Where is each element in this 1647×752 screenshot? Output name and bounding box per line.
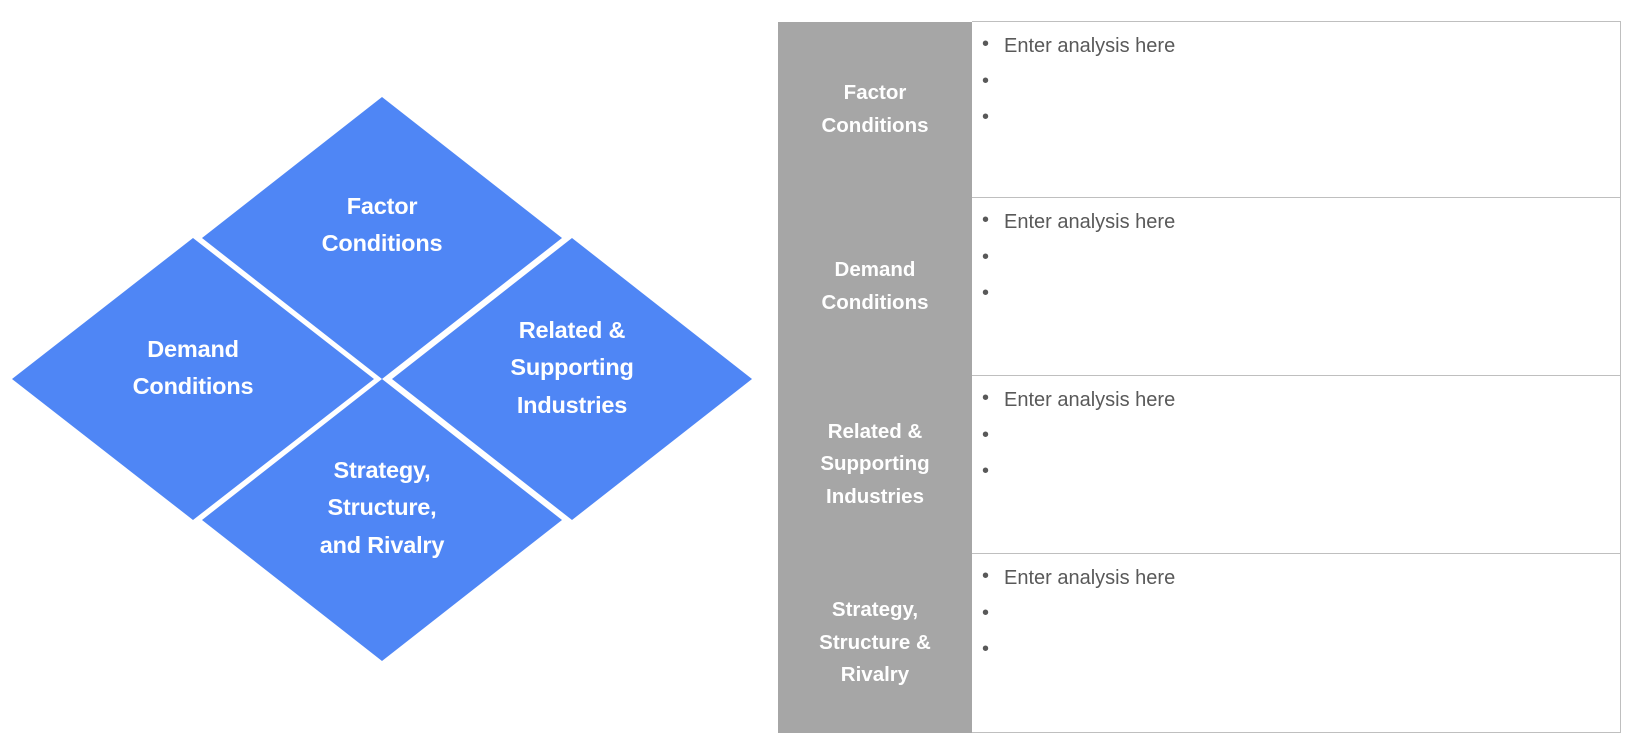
table-row: Factor Conditions Enter analysis here [778,21,1621,198]
diamond-label-line1: Related & [518,317,626,344]
diamond-factor-conditions-label: Factor Conditions [270,188,493,262]
bullet-item[interactable] [972,422,1620,449]
bullet-item[interactable]: Enter analysis here [972,207,1620,236]
bullet-list[interactable]: Enter analysis here [972,376,1620,485]
diamond-label-line2: Structure, [327,494,437,521]
bullet-list[interactable]: Enter analysis here [972,198,1620,307]
bullet-item[interactable] [972,458,1620,485]
bullet-list[interactable]: Enter analysis here [972,554,1620,663]
row-header-factor-conditions: Factor Conditions [778,21,972,198]
diamond-demand-conditions-label: Demand Conditions [81,331,305,405]
row-header-text: Factor Conditions [778,77,972,142]
bullet-item[interactable] [972,244,1620,271]
row-header-line1: Related & [827,419,923,443]
diamond-label-line2: Conditions [321,230,443,256]
row-header-text: Related & Supporting Industries [778,416,972,513]
row-header-text: Demand Conditions [778,254,972,319]
diamond-label-line2: Supporting [510,354,634,381]
notes-cell-demand-conditions[interactable]: Enter analysis here [972,197,1621,376]
row-header-line3: Industries [826,484,924,508]
row-header-text: Strategy, Structure & Rivalry [778,594,972,691]
bullet-item[interactable]: Enter analysis here [972,563,1620,592]
bullet-item[interactable] [972,636,1620,663]
bullet-item[interactable] [972,600,1620,627]
row-header-line2: Conditions [821,290,929,314]
notes-cell-factor-conditions[interactable]: Enter analysis here [972,21,1621,198]
diamond-label-line1: Demand [147,335,239,362]
diamond-label-line2: Conditions [132,373,254,399]
diamond-related-supporting-industries-label: Related & Supporting Industries [460,312,683,423]
row-header-line2: Structure & [819,630,931,654]
diamond-label-line1: Factor [346,192,418,219]
bullet-item[interactable]: Enter analysis here [972,385,1620,414]
table-row: Strategy, Structure & Rivalry Enter anal… [778,553,1621,733]
row-header-line1: Demand [834,258,916,282]
diamond-strategy-structure-rivalry-label: Strategy, Structure, and Rivalry [270,452,493,563]
table-row: Related & Supporting Industries Enter an… [778,375,1621,554]
row-header-line2: Supporting [820,452,930,476]
row-header-line1: Factor [843,81,907,105]
porters-diamond-diagram: Factor Conditions Demand Conditions Rela… [0,0,760,752]
notes-cell-related-supporting-industries[interactable]: Enter analysis here [972,375,1621,554]
row-header-demand-conditions: Demand Conditions [778,197,972,376]
row-header-line3: Rivalry [840,663,910,687]
notes-cell-strategy-structure-rivalry[interactable]: Enter analysis here [972,553,1621,733]
row-header-strategy-structure-rivalry: Strategy, Structure & Rivalry [778,553,972,733]
row-header-line1: Strategy, [831,598,919,622]
diamond-label-line3: Industries [516,391,628,418]
diamond-label-line1: Strategy, [333,457,431,484]
table-row: Demand Conditions Enter analysis here [778,197,1621,376]
bullet-item[interactable] [972,68,1620,95]
diamond-label-line3: and Rivalry [319,531,445,558]
bullet-item[interactable]: Enter analysis here [972,31,1620,60]
bullet-list[interactable]: Enter analysis here [972,22,1620,131]
bullet-item[interactable] [972,104,1620,131]
bullet-item[interactable] [972,280,1620,307]
row-header-line2: Conditions [821,113,929,137]
analysis-table: Factor Conditions Enter analysis here De… [778,21,1621,733]
row-header-related-supporting-industries: Related & Supporting Industries [778,375,972,554]
